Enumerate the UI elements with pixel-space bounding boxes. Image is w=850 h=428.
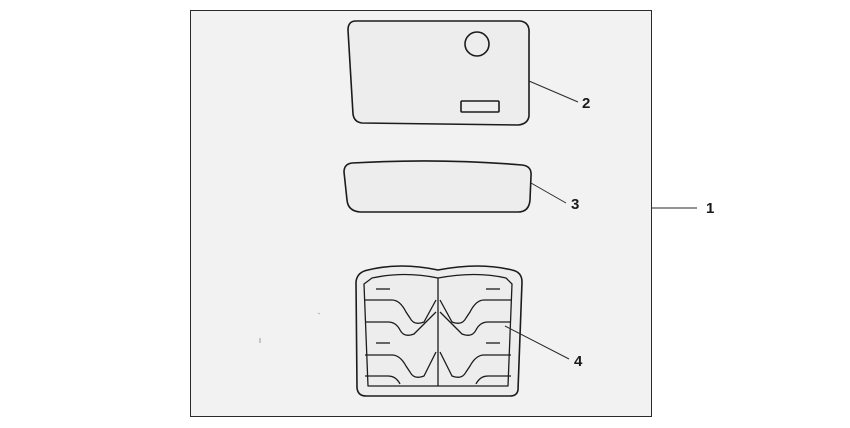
part-tread-pad [355,265,523,397]
callout-2: 2 [582,95,591,112]
part-strip [343,160,532,213]
leader-line-2 [528,80,579,103]
panel-hole [464,31,490,57]
tread-chevron-right-top [439,299,511,336]
leader-line-4 [504,325,570,360]
speck-mark-2 [317,312,321,315]
leader-line-3 [530,182,567,204]
panel-slot [460,100,500,113]
tread-pad-outline [355,265,523,397]
tread-chevron-right-bottom [439,351,511,385]
callout-3: 3 [571,196,580,213]
panel-outline [347,20,530,126]
strip-outline [343,160,532,213]
part-panel [347,20,530,126]
tread-inner-border [363,273,513,387]
callout-1: 1 [706,200,715,217]
callout-4: 4 [574,353,583,370]
tread-chevron-left-bottom [365,351,437,385]
tread-chevron-left-top [365,299,437,336]
